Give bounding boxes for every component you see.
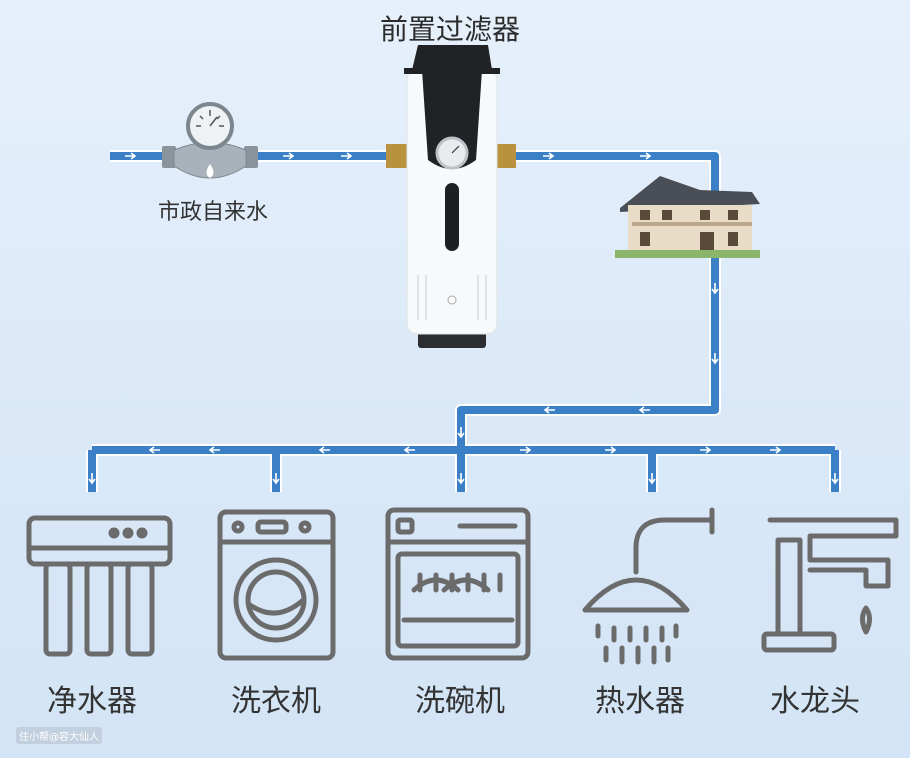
water-meter-label: 市政自来水 [157,200,269,225]
washing-machine-icon [217,509,336,661]
water-purifier-icon [26,515,173,657]
dishwasher-icon [385,507,531,661]
device-label-dishwasher: 洗碗机 [415,684,505,719]
pre-filter-product [386,45,516,348]
faucet-icon [761,517,899,653]
device-label-faucet: 水龙头 [770,684,860,719]
device-label-washing-machine: 洗衣机 [231,684,321,719]
watermark: 住小帮@容大仙人 [16,727,102,744]
device-label-water-purifier: 净水器 [47,684,137,719]
house-icon [615,176,760,258]
shower-icon [582,507,715,665]
page-title: 前置过滤器 [379,13,521,46]
water-meter-icon [162,102,258,179]
device-label-water-heater: 热水器 [595,684,685,719]
